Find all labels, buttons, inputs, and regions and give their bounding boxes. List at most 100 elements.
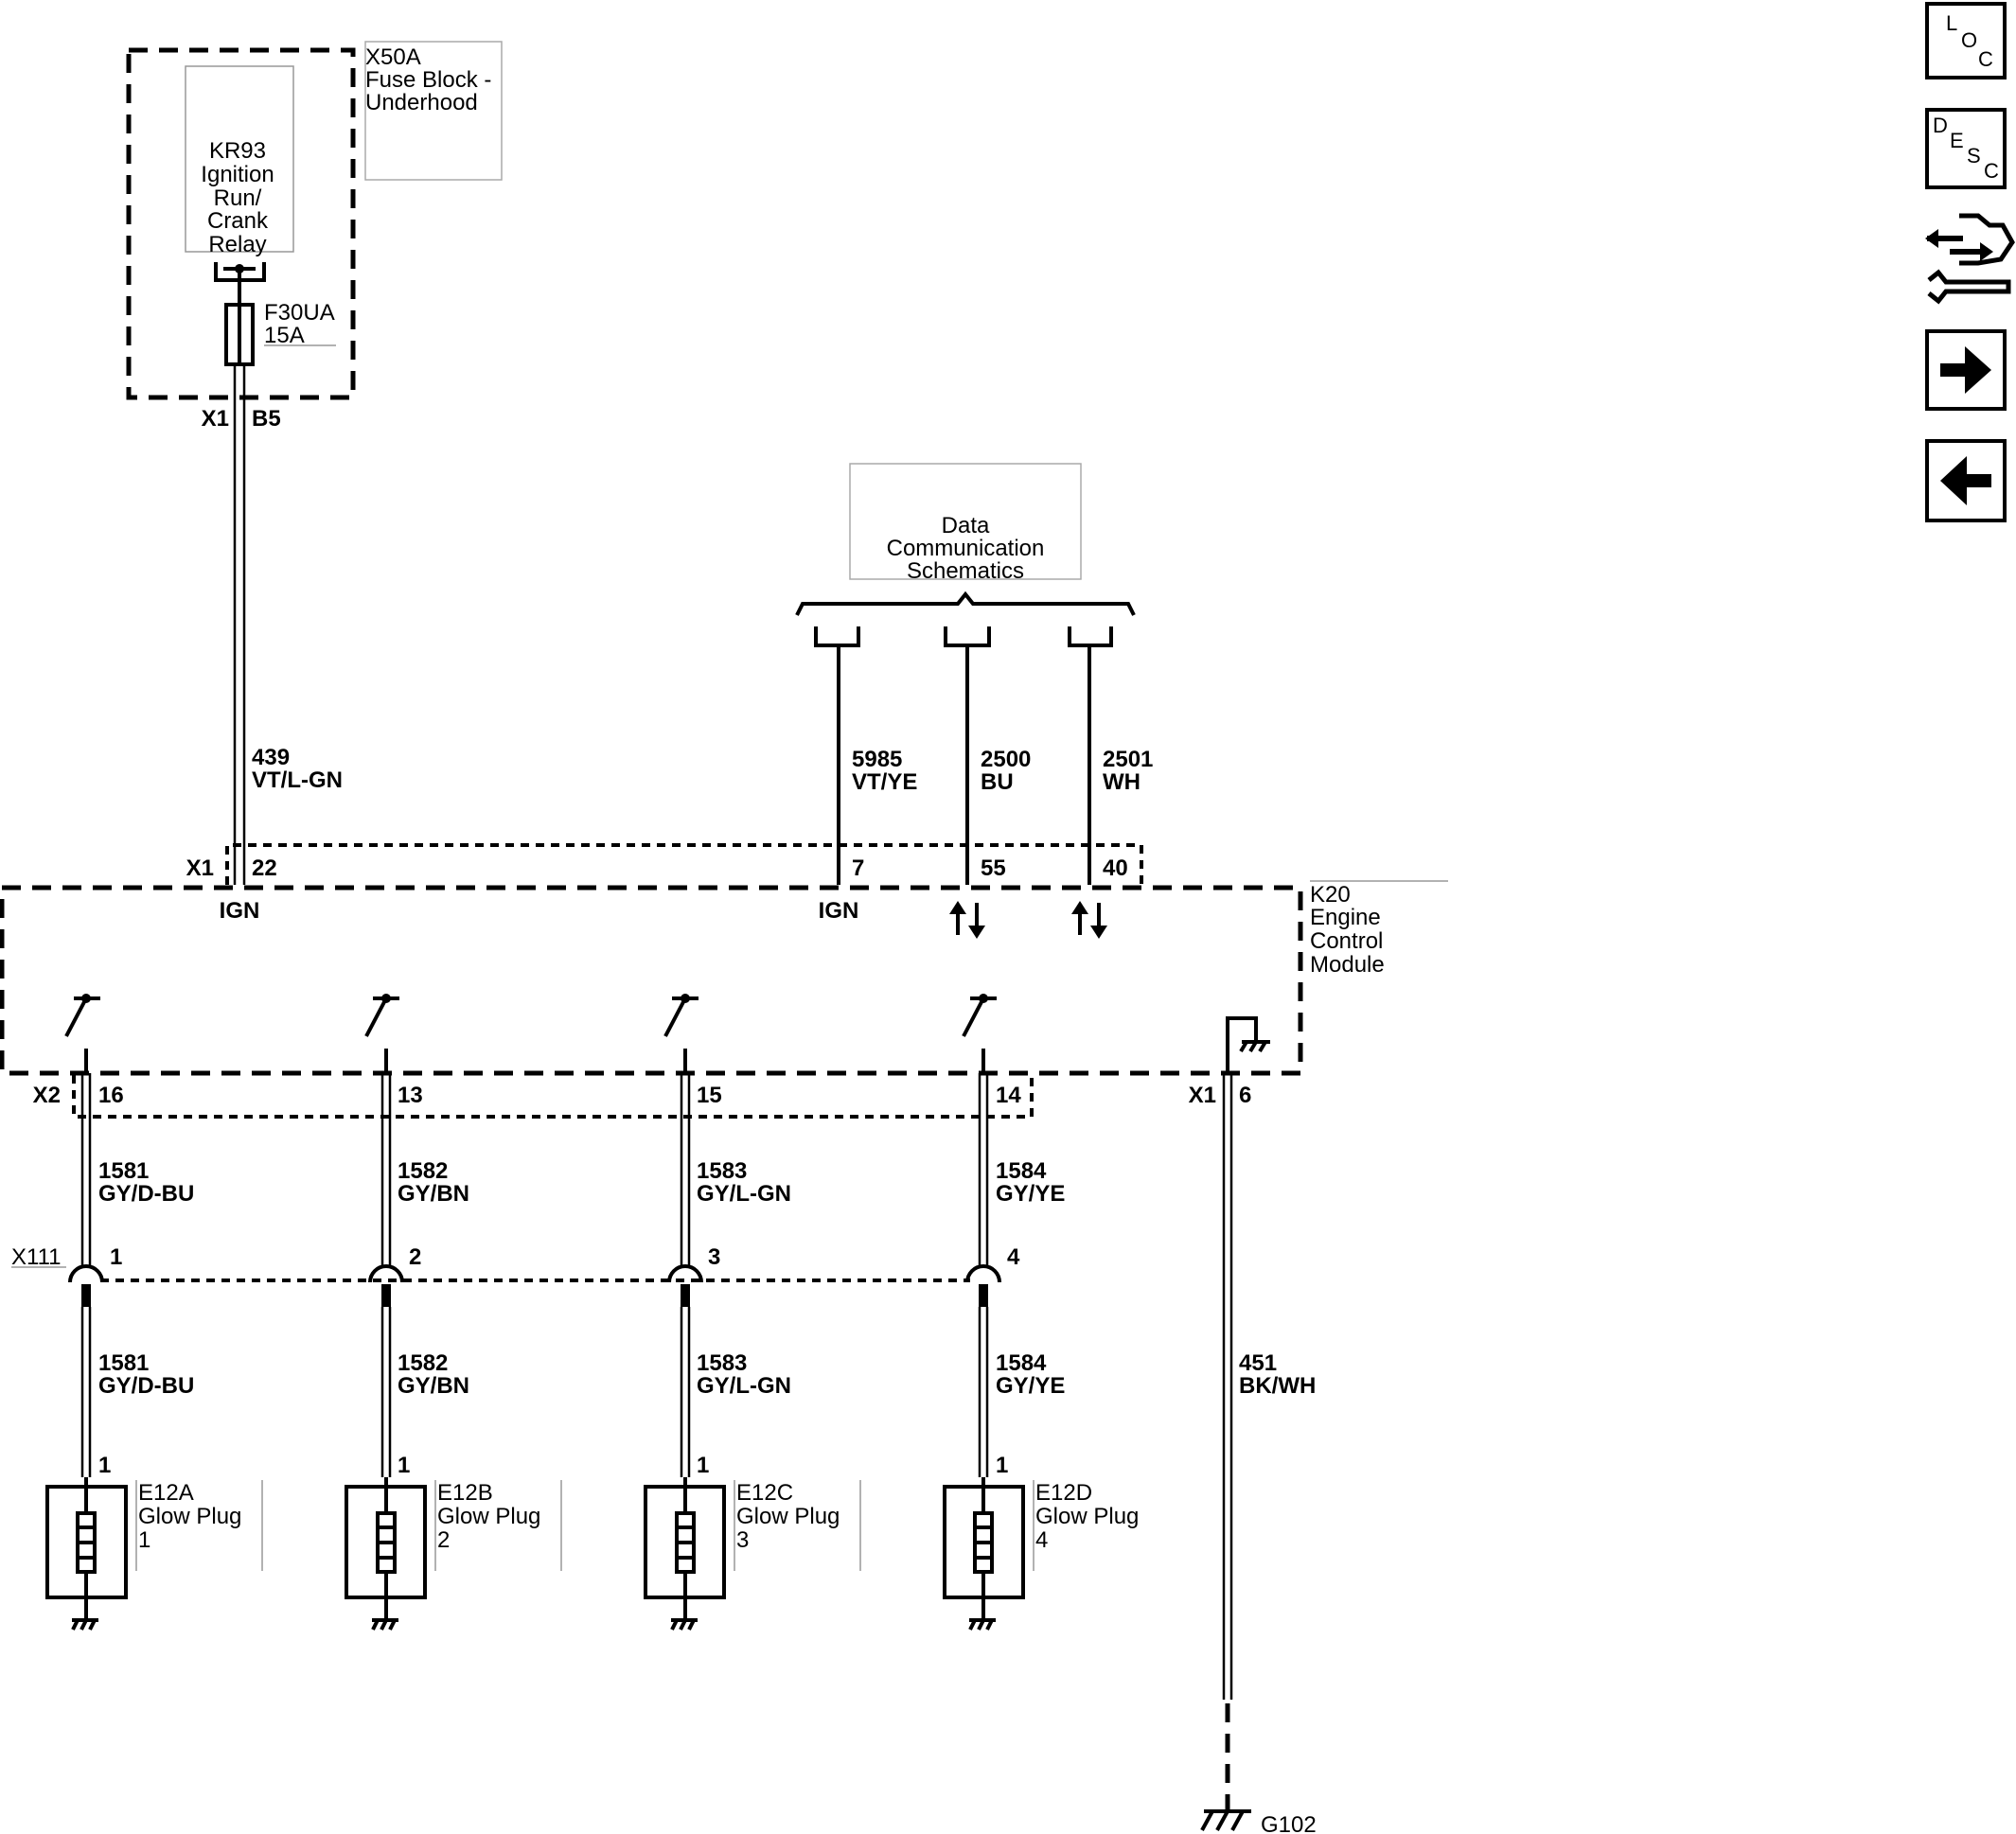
wire-439: 439 VT/L-GN [233, 364, 343, 885]
low-side-driver-switch-icon [364, 994, 399, 1073]
next-page-button[interactable] [1925, 329, 2007, 411]
glow-plug-1-pin: 1 [98, 1453, 111, 1478]
low-side-driver-switch-icon [962, 994, 997, 1073]
relay-line-1: Ignition [201, 162, 274, 187]
wire-2500-circuit: 2500 [981, 747, 1031, 772]
ecm-x1-connector: X1 22 7 55 40 [186, 843, 1143, 885]
data-comm-line-1: Data [942, 513, 990, 538]
data-comm-line-2: Communication [887, 536, 1045, 561]
glow-plug-4-name: Glow Plug [1035, 1504, 1139, 1529]
wire-5985-circuit: 5985 [852, 747, 902, 772]
ecm-x1-label: X1 [186, 855, 214, 881]
glow-plug-1-ref: E12A [138, 1480, 194, 1506]
ecm-x1-pin-22: 22 [252, 855, 277, 881]
ground-wire-451: 451 BK/WH [1222, 1075, 1316, 1809]
description-button[interactable]: D E S C [1925, 108, 2007, 189]
ecm-x2-pin-15: 15 [697, 1083, 722, 1108]
wiring-schematic: X50A Fuse Block - Underhood KR93 Ignitio… [0, 41, 1448, 1834]
glow-plug-2-ref: E12B [437, 1480, 493, 1506]
x111-pin-2: 2 [409, 1244, 421, 1270]
circuit-2-lower-number: 1582 [398, 1350, 448, 1376]
data-bidirectional-arrow-icon [949, 901, 985, 939]
glow-plug-3-num: 3 [736, 1527, 749, 1553]
fuse-ref: F30UA [264, 300, 335, 326]
glow-plug-2-pin: 1 [398, 1453, 410, 1478]
wire-2500: 2500 BU [965, 645, 1031, 885]
glow-plug-e12d: 1 E12D Glow Plug 4 [943, 1453, 1139, 1631]
glow-plug-4-ref: E12D [1035, 1480, 1092, 1506]
glow-plug-2-name: Glow Plug [437, 1504, 540, 1529]
x111-label: X111 [11, 1244, 62, 1270]
desc-letter-e: E [1950, 129, 1964, 152]
ground-g102: G102 [1200, 1809, 1317, 1834]
circuit-2-color: GY/BN [398, 1181, 469, 1207]
wire-439-color: VT/L-GN [252, 767, 343, 793]
glow-plug-1-name: Glow Plug [138, 1504, 241, 1529]
ecm-x2-label: X2 [33, 1083, 61, 1108]
fuse-block-name-2: Underhood [365, 90, 478, 115]
glow-plug-e12b: 1 E12B Glow Plug 2 [345, 1453, 562, 1631]
circuit-1-lower-number: 1581 [98, 1350, 149, 1376]
desc-letter-d: D [1933, 114, 1948, 137]
circuit-1-lower-color: GY/D-BU [98, 1373, 194, 1399]
x50a-conn: X1 [202, 406, 229, 432]
wire-5985-color: VT/YE [852, 769, 917, 795]
glow-circuit-1-lower: 1581 GY/D-BU [80, 1284, 194, 1477]
circuit-3-lower-number: 1583 [697, 1350, 747, 1376]
ecm-k20: K20 Engine Control Module IGN IGN [0, 880, 1448, 1076]
ground-wire-color: BK/WH [1239, 1373, 1316, 1399]
circuit-3-number: 1583 [697, 1158, 747, 1184]
x111-pin-1: 1 [110, 1244, 122, 1270]
glow-plug-e12c: 1 E12C Glow Plug 3 [644, 1453, 861, 1631]
glow-circuit-3-lower: 1583 GY/L-GN [680, 1284, 791, 1477]
desc-letter-c: C [1984, 159, 1999, 183]
connector-tool-icon[interactable] [1921, 210, 2016, 309]
ecm-x1-pin-7: 7 [852, 855, 864, 881]
loc-letter-c: C [1978, 47, 1993, 71]
glow-circuit-2-upper: 1582 GY/BN [380, 1073, 469, 1266]
wire-2500-color: BU [981, 769, 1014, 795]
x111-pin-4: 4 [1007, 1244, 1020, 1270]
ecm-ign-1: IGN [220, 898, 260, 924]
circuit-1-number: 1581 [98, 1158, 149, 1184]
ecm-x2-pin-14: 14 [996, 1083, 1021, 1108]
glow-plug-3-pin: 1 [697, 1453, 709, 1478]
relay-line-2: Run/ [214, 185, 262, 211]
wire-2501-color: WH [1103, 769, 1141, 795]
data-comm-reference: Data Communication Schematics [795, 463, 1136, 647]
previous-page-button[interactable] [1925, 439, 2007, 522]
low-side-driver-switch-icon [663, 994, 699, 1073]
fuse-f30ua: F30UA 15A [224, 269, 336, 366]
wire-2501: 2501 WH [1088, 645, 1153, 885]
ecm-x1-ground-pin: 6 [1239, 1083, 1251, 1108]
relay-line-4: Relay [208, 232, 266, 257]
glow-plug-1-num: 1 [138, 1527, 150, 1553]
glow-circuit-4-lower: 1584 GY/YE [978, 1284, 1065, 1477]
inline-connector-x111: X111 1 2 3 4 [11, 1244, 1020, 1283]
fuse-block-name-1: Fuse Block - [365, 67, 491, 93]
glow-circuit-3-upper: 1583 GY/L-GN [680, 1073, 791, 1266]
arrow-left-icon [1940, 456, 1991, 505]
ground-ref: G102 [1261, 1812, 1317, 1834]
circuit-3-lower-color: GY/L-GN [697, 1373, 791, 1399]
fuse-block-ref: X50A [365, 44, 421, 70]
relay-kr93: KR93 Ignition Run/ Crank Relay [201, 138, 274, 282]
glow-plug-3-name: Glow Plug [736, 1504, 840, 1529]
low-side-driver-switch-icon [64, 994, 100, 1073]
ecm-line-2: Control [1310, 928, 1383, 954]
data-comm-line-3: Schematics [907, 558, 1024, 584]
ecm-line-1: Engine [1310, 905, 1381, 930]
loc-letter-o: O [1961, 28, 1977, 52]
arrow-right-icon [1940, 346, 1991, 394]
circuit-4-color: GY/YE [996, 1181, 1065, 1207]
fuse-block-x50a: X50A Fuse Block - Underhood KR93 Ignitio… [126, 41, 503, 400]
glow-plug-e12a: 1 E12A Glow Plug 1 [45, 1453, 263, 1631]
glow-plug-4-num: 4 [1035, 1527, 1048, 1553]
desc-letter-s: S [1967, 144, 1981, 168]
glow-circuit-1-upper: 1581 GY/D-BU [80, 1073, 194, 1266]
internal-ground-icon [1226, 1016, 1270, 1073]
glow-circuit-2-lower: 1582 GY/BN [380, 1284, 469, 1477]
x111-pin-3: 3 [708, 1244, 720, 1270]
location-button[interactable]: L O C [1925, 2, 2007, 79]
wire-439-circuit: 439 [252, 745, 290, 770]
